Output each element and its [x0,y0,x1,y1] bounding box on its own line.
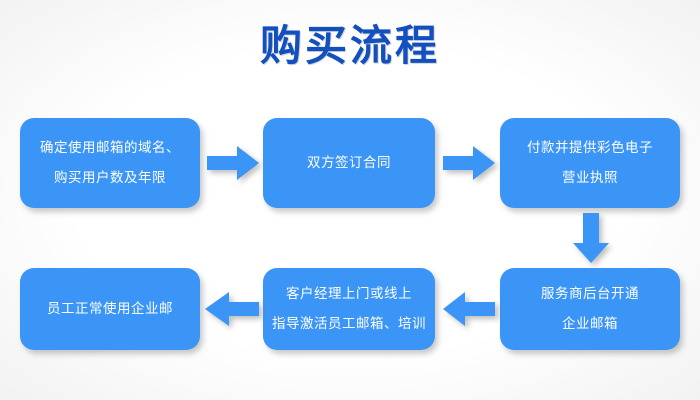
flow-node-line: 员工正常使用企业邮 [47,301,173,316]
flow-node-line: 营业执照 [562,170,618,185]
flow-node-step-4[interactable]: 服务商后台开通 企业邮箱 [500,268,680,350]
arrow-left-step4-step5 [443,292,495,326]
flow-node-line: 购买用户数及年限 [54,170,166,185]
flow-node-line: 指导激活员工邮箱、培训 [272,316,426,331]
flow-node-line: 确定使用邮箱的域名、 [40,140,180,155]
arrow-down-step3-step4 [573,213,609,263]
arrow-right-step2-step3 [443,146,495,180]
flow-node-step-6[interactable]: 员工正常使用企业邮 [20,268,200,350]
flow-node-line: 付款并提供彩色电子 [527,140,653,155]
flow-node-step-5[interactable]: 客户经理上门或线上 指导激活员工邮箱、培训 [263,268,435,350]
flow-node-line: 服务商后台开通 [541,286,639,301]
flow-node-line: 客户经理上门或线上 [286,286,412,301]
page-title: 购买流程 [259,22,440,69]
arrow-right-step1-step2 [207,146,259,180]
flow-node-step-3[interactable]: 付款并提供彩色电子 营业执照 [500,118,680,208]
flow-node-line: 企业邮箱 [562,316,618,331]
flow-node-step-2[interactable]: 双方签订合同 [263,118,435,208]
flow-node-line: 双方签订合同 [307,155,391,170]
flow-node-step-1[interactable]: 确定使用邮箱的域名、 购买用户数及年限 [20,118,200,208]
arrow-left-step5-step6 [205,292,259,326]
